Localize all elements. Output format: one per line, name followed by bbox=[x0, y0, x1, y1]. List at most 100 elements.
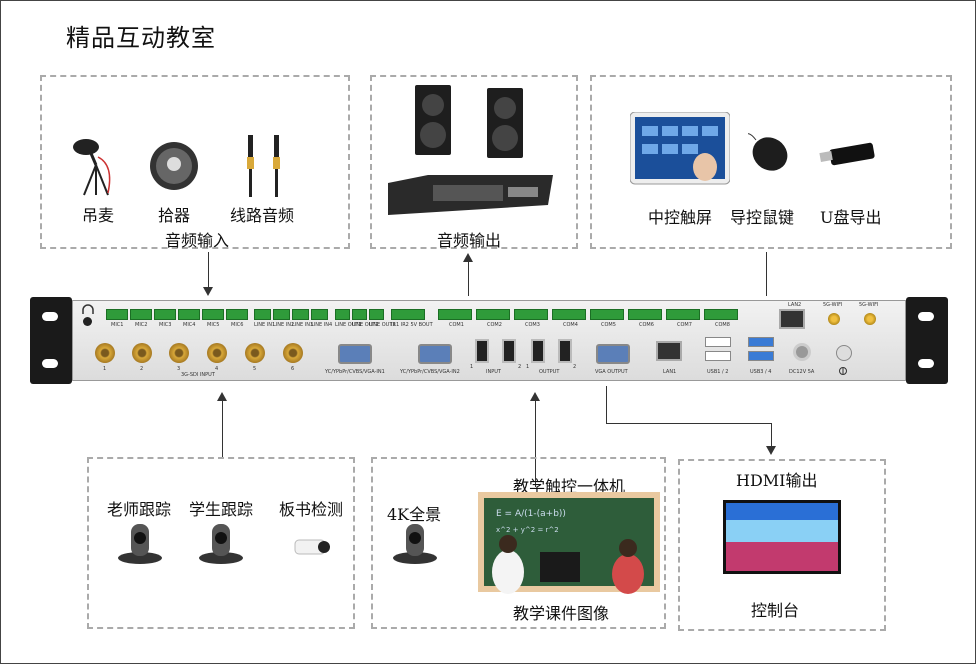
vga-output-port[interactable] bbox=[596, 344, 630, 364]
com-terminal[interactable] bbox=[438, 309, 472, 320]
com-label: COM3 bbox=[525, 322, 540, 328]
tracking-connector bbox=[222, 401, 223, 457]
line-out-label: LINE OUT2 bbox=[352, 322, 379, 328]
mic-terminal[interactable] bbox=[178, 309, 200, 320]
hdmi-output-2-port[interactable] bbox=[558, 339, 572, 363]
line-out-terminal[interactable] bbox=[335, 309, 350, 320]
sdi-port[interactable] bbox=[95, 343, 115, 363]
lan2-port[interactable] bbox=[779, 309, 805, 329]
mic-port-label: MIC6 bbox=[231, 322, 244, 328]
com-terminal[interactable] bbox=[704, 309, 738, 320]
headphone-jack[interactable] bbox=[83, 317, 92, 326]
sdi-port[interactable] bbox=[283, 343, 303, 363]
sdi-port-number: 1 bbox=[103, 366, 107, 372]
ptz-camera-icon bbox=[393, 524, 437, 564]
usb-port[interactable] bbox=[705, 337, 731, 347]
sdi-port[interactable] bbox=[245, 343, 265, 363]
line-in-label: LINE IN2 bbox=[273, 322, 295, 328]
monitor-icon bbox=[723, 500, 841, 574]
mic-terminal[interactable] bbox=[154, 309, 176, 320]
hdmi-input-2-port[interactable] bbox=[502, 339, 516, 363]
tracking-box bbox=[87, 457, 355, 629]
teaching-box bbox=[371, 457, 666, 629]
lan1-label: LAN1 bbox=[663, 369, 677, 375]
usb-port[interactable] bbox=[748, 351, 774, 361]
rack-ear-right bbox=[906, 297, 948, 384]
audio-input-connector bbox=[208, 252, 209, 288]
hdmi-port-number: 1 bbox=[526, 364, 530, 370]
courseware-label: 教学课件图像 bbox=[513, 604, 610, 623]
com-terminal[interactable] bbox=[552, 309, 586, 320]
vga-input-1-port[interactable] bbox=[338, 344, 372, 364]
com-terminal[interactable] bbox=[666, 309, 700, 320]
rack-ear-left bbox=[30, 297, 72, 384]
tracking-item-2: 学生跟踪 bbox=[189, 500, 254, 519]
ptz-camera-icon bbox=[118, 524, 162, 564]
sdi-port-number: 2 bbox=[140, 366, 144, 372]
control-box bbox=[590, 75, 952, 249]
hdmi-out-connector-v1 bbox=[606, 386, 607, 424]
audio-output-box bbox=[370, 75, 578, 249]
ir-terminal[interactable] bbox=[391, 309, 425, 320]
com-terminal[interactable] bbox=[514, 309, 548, 320]
speaker-icon bbox=[487, 88, 523, 158]
mic-terminal[interactable] bbox=[226, 309, 248, 320]
control-item-3: U盘导出 bbox=[820, 208, 882, 227]
audio-input-label: 音频输入 bbox=[165, 231, 230, 250]
usb-drive-icon bbox=[819, 142, 875, 166]
arrow-up-icon bbox=[530, 392, 540, 401]
line-in-terminal[interactable] bbox=[292, 309, 309, 320]
hdmi-output-1-port[interactable] bbox=[531, 339, 545, 363]
wifi-label: 5G-WIFI bbox=[859, 302, 879, 308]
mic-terminal[interactable] bbox=[106, 309, 128, 320]
ir-label: IR1 IR2 5V BOUT bbox=[391, 322, 433, 328]
com-terminal[interactable] bbox=[476, 309, 510, 320]
wifi-antenna-port[interactable] bbox=[828, 313, 840, 325]
line-in-label: LINE IN4 bbox=[311, 322, 333, 328]
sdi-port-number: 3 bbox=[177, 366, 181, 372]
line-in-label: LINE IN1 bbox=[254, 322, 276, 328]
hdmi-input-1-port[interactable] bbox=[475, 339, 489, 363]
com-label: COM7 bbox=[677, 322, 692, 328]
com-label: COM2 bbox=[487, 322, 502, 328]
usb-port[interactable] bbox=[705, 351, 731, 361]
touch-panel-icon bbox=[630, 112, 730, 185]
control-item-1: 中控触屏 bbox=[648, 208, 713, 227]
sdi-port[interactable] bbox=[132, 343, 152, 363]
line-in-terminal[interactable] bbox=[311, 309, 328, 320]
arrow-up-icon bbox=[463, 253, 473, 262]
sdi-port[interactable] bbox=[207, 343, 227, 363]
arrow-up-icon bbox=[217, 392, 227, 401]
mic-terminal[interactable] bbox=[130, 309, 152, 320]
line-in-terminal[interactable] bbox=[273, 309, 290, 320]
hdmi-out-connector-v2 bbox=[771, 423, 772, 447]
mic-port-label: MIC5 bbox=[207, 322, 220, 328]
lan1-port[interactable] bbox=[656, 341, 682, 361]
hdmi-port-number: 1 bbox=[470, 364, 474, 370]
line-in-terminal[interactable] bbox=[254, 309, 271, 320]
tracking-item-1: 老师跟踪 bbox=[107, 500, 172, 519]
hdmi-port-number: 2 bbox=[518, 364, 522, 370]
audio-input-item-2: 拾器 bbox=[158, 206, 191, 225]
line-out-terminal[interactable] bbox=[352, 309, 367, 320]
line-out-terminal[interactable] bbox=[369, 309, 384, 320]
usb-port[interactable] bbox=[748, 337, 774, 347]
ground-terminal[interactable] bbox=[836, 345, 852, 361]
dc-label: DC12V 5A bbox=[789, 369, 815, 375]
arrow-down-icon bbox=[203, 287, 213, 296]
dc-power-port[interactable] bbox=[793, 343, 811, 361]
control-item-2: 导控鼠键 bbox=[730, 208, 795, 227]
line-out-label: LINE OUT1 bbox=[335, 322, 362, 328]
hdmi-input-label: INPUT bbox=[486, 369, 501, 375]
wifi-antenna-port[interactable] bbox=[864, 313, 876, 325]
com-terminal[interactable] bbox=[590, 309, 624, 320]
mic-terminal[interactable] bbox=[202, 309, 224, 320]
headphone-icon bbox=[82, 304, 94, 314]
sdi-port-number: 5 bbox=[253, 366, 257, 372]
com-terminal[interactable] bbox=[628, 309, 662, 320]
svg-text:x^2 + y^2 = r^2: x^2 + y^2 = r^2 bbox=[496, 526, 559, 534]
vga-input-2-port[interactable] bbox=[418, 344, 452, 364]
sdi-port[interactable] bbox=[169, 343, 189, 363]
rear-panel: MIC1 MIC2 MIC3 MIC4 MIC5 MIC6 LINE IN1 L… bbox=[72, 300, 906, 381]
line-in-label: LINE IN3 bbox=[292, 322, 314, 328]
